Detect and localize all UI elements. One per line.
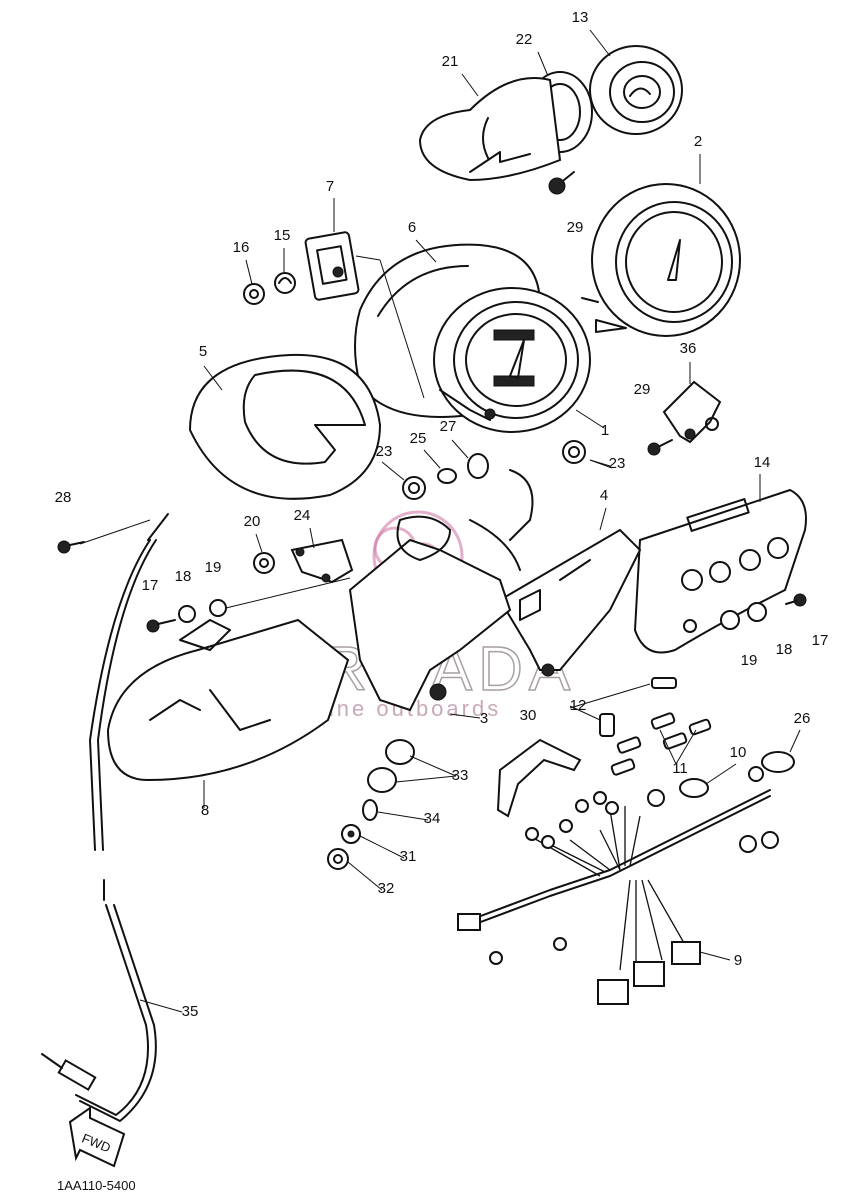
part-label-5: 5 [199,343,207,360]
part-4-meter-bracket [498,528,642,677]
part-18-washer-left [178,605,196,623]
part-29-screw-upper [548,171,575,195]
part-label-18a: 18 [175,568,192,585]
part-label-30: 30 [520,707,537,724]
part-10-bulb [679,778,709,798]
part-28-screw [57,540,85,554]
part-16-nut [243,283,265,305]
part-13-indicator-gauge [589,45,683,135]
part-label-26: 26 [794,710,811,727]
part-23-grommet-right [562,440,586,464]
part-23-grommet-left [402,476,426,500]
part-label-14: 14 [754,454,771,471]
leader-lines [79,29,801,1013]
part-21-gauge-cover [418,77,562,182]
part-18-washer-right [747,602,767,622]
part-label-32: 32 [378,880,395,897]
part-label-19a: 19 [205,559,222,576]
part-19-washer-left [209,599,227,617]
part-label-31: 31 [400,848,417,865]
part-label-8: 8 [201,802,209,819]
part-2-tachometer [581,183,741,337]
part-label-11: 11 [672,760,688,777]
part-label-35: 35 [182,1003,199,1020]
part-label-6: 6 [408,219,416,236]
part-label-15: 15 [274,227,291,244]
part-label-29b: 29 [634,381,651,398]
part-label-23b: 23 [609,455,626,472]
part-1-speedometer [433,287,591,433]
part-14-indicator-housing [633,488,807,654]
part-label-12: 12 [570,697,587,714]
part-36-bracket [662,380,722,444]
part-label-10: 10 [730,744,747,761]
part-34-bulb [362,799,378,821]
part-label-3: 3 [480,710,488,727]
part-30-bracket [496,738,582,818]
part-17-bolt-right [785,593,807,607]
part-32-nut [327,848,349,870]
part-24-mount-plate [290,538,354,584]
part-label-9: 9 [734,952,742,969]
part-11-sockets [610,712,712,776]
part-label-21: 21 [442,53,459,70]
part-29-screw-lower [647,439,673,456]
fwd-direction-arrow: FWD [68,1106,126,1168]
part-label-22: 22 [516,31,533,48]
part-19-washer-right [720,610,740,630]
part-label-36: 36 [680,340,697,357]
part-label-27: 27 [440,418,457,435]
part-27-bulb [467,453,489,479]
part-17-bolt-left [146,619,176,633]
part-9-wire-harness [457,766,779,1005]
part-15-clip [274,272,296,294]
part-label-29a: 29 [567,219,584,236]
part-33-grommets [367,739,415,793]
part-label-28: 28 [55,489,72,506]
part-label-17b: 17 [812,632,829,649]
part-label-1: 1 [601,422,609,439]
part-25-bulb-socket [437,468,457,484]
part-label-4: 4 [600,487,608,504]
part-label-34: 34 [424,810,441,827]
part-label-7: 7 [326,178,334,195]
diagram-code: 1AA110-5400 [57,1178,136,1193]
part-7-indicator-switch [304,231,360,301]
part-label-33: 33 [452,767,469,784]
part-label-13: 13 [572,9,589,26]
part-8-handlebar-cover [106,618,350,782]
part-3-handlebar-bracket [348,469,534,712]
part-35-speedometer-cable [41,513,169,1122]
part-label-20: 20 [244,513,261,530]
part-12-socket [599,677,677,737]
part-label-19b: 19 [741,652,758,669]
part-label-17a: 17 [142,577,159,594]
part-label-25: 25 [410,430,427,447]
part-label-18b: 18 [776,641,793,658]
part-label-24: 24 [294,507,311,524]
part-label-23a: 23 [376,443,393,460]
part-5-meter-cover [188,353,382,500]
part-26-grommet [761,751,795,773]
part-20-nut [253,552,275,574]
part-label-2: 2 [694,133,702,150]
part-label-16: 16 [233,239,250,256]
part-31-nut [341,824,361,844]
